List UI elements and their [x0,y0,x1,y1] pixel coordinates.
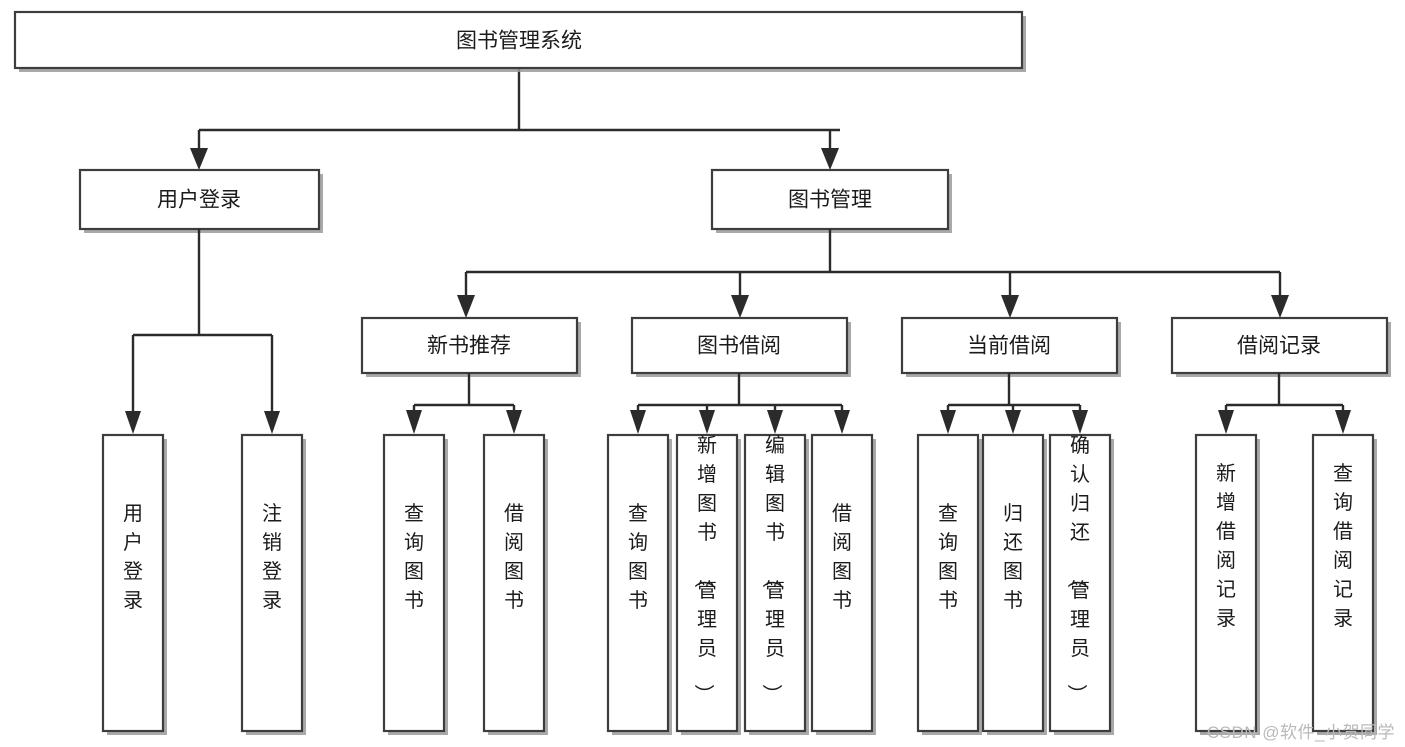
arrow-head-leaf-current-confirm [1072,410,1088,434]
node-leaf-user-login-rect [101,433,165,733]
arrow-head-leaf-borrow-borrow [834,410,850,434]
node-leaf-user-logout[interactable]: 注销登录 [240,433,306,735]
node-records-rect [1170,316,1389,375]
node-leaf-borrow-borrow-rect [810,433,874,733]
node-leaf-records-add[interactable]: 新增借阅记录 [1194,433,1260,735]
arrow-head-records [1271,295,1289,318]
node-leaf-current-return-rect [981,433,1045,733]
node-leaf-newbook-borrow[interactable]: 借阅图书 [482,433,548,735]
node-leaf-newbook-borrow-label: 借阅图书 [504,502,524,612]
node-leaf-user-logout-rect [240,433,304,733]
node-leaf-records-add-rect [1194,433,1258,733]
node-leaf-newbook-borrow-rect [482,433,546,733]
node-leaf-records-query[interactable]: 查询借阅记录 [1311,433,1377,735]
node-newbook-label: 新书推荐 [427,335,511,358]
node-borrow-label: 图书借阅 [697,335,781,358]
arrow-head-current [1001,295,1019,318]
arrow-head-bookmgmt [821,148,839,170]
arrow-head-newbook [457,295,475,318]
node-leaf-current-confirm[interactable]: 确认归还（管理员） [1048,433,1114,735]
arrow-head-leaf-borrow-add [699,410,715,434]
connector-group-root [190,68,840,170]
node-leaf-current-query-rect [916,433,980,733]
arrow-head-leaf-records-add [1218,410,1234,434]
arrow-head-leaf-current-return [1005,410,1021,434]
arrow-head-leaf-newbook-query [406,410,422,434]
arrow-head-leaf-user-login [125,411,141,434]
arrow-head-borrow [731,295,749,318]
node-leaf-borrow-borrow[interactable]: 借阅图书 [810,433,876,735]
node-leaf-current-return-label: 归还图书 [1003,502,1023,612]
connector-group-borrow [630,373,850,434]
arrow-head-leaf-user-logout [264,411,280,434]
node-leaf-newbook-query[interactable]: 查询图书 [382,433,448,735]
node-leaf-borrow-edit-label: 编辑图书（管理员） [760,434,785,704]
node-leaf-current-confirm-label: 确认归还（管理员） [1065,434,1090,704]
node-leaf-newbook-query-rect [382,433,446,733]
node-login[interactable]: 用户登录 [78,168,323,233]
node-root-label: 图书管理系统 [456,30,582,53]
node-leaf-borrow-add[interactable]: 新增图书（管理员） [675,433,741,735]
node-borrow[interactable]: 图书借阅 [630,316,851,377]
node-newbook-rect [360,316,579,375]
node-leaf-user-logout-label: 注销登录 [262,502,282,612]
arrow-head-leaf-newbook-borrow [506,410,522,434]
node-leaf-borrow-query-label: 查询图书 [628,502,648,612]
node-leaf-current-query-label: 查询图书 [938,502,958,612]
node-leaf-current-confirm-rect [1048,433,1112,733]
node-leaf-records-add-label: 新增借阅记录 [1216,462,1236,630]
arrow-head-login [190,148,208,170]
node-current-label: 当前借阅 [967,335,1051,358]
node-bookmgmt-label: 图书管理 [788,189,872,212]
node-leaf-borrow-add-rect [675,433,739,733]
node-leaf-current-return[interactable]: 归还图书 [981,433,1047,735]
node-leaf-user-login-label: 用户登录 [123,503,143,612]
node-leaf-records-query-rect [1311,433,1375,733]
node-root[interactable]: 图书管理系统 [13,10,1026,72]
node-leaf-current-query[interactable]: 查询图书 [916,433,982,735]
node-leaf-records-query-label: 查询借阅记录 [1333,462,1353,630]
connector-group-current [940,373,1088,434]
connector-group-records [1218,373,1351,434]
node-current[interactable]: 当前借阅 [900,316,1121,377]
node-leaf-borrow-borrow-label: 借阅图书 [832,502,852,612]
connector-group-newbook [406,373,522,434]
node-records[interactable]: 借阅记录 [1170,316,1391,377]
node-bookmgmt-rect [710,168,950,231]
arrow-head-leaf-current-query [940,410,956,434]
connector-group-login [125,229,280,434]
node-leaf-user-login[interactable]: 用户登录 [101,433,167,735]
node-leaf-borrow-query-rect [606,433,670,733]
arrow-head-leaf-borrow-query [630,410,646,434]
node-leaf-borrow-edit-rect [743,433,807,733]
node-newbook[interactable]: 新书推荐 [360,316,581,377]
node-leaf-borrow-query[interactable]: 查询图书 [606,433,672,735]
node-bookmgmt[interactable]: 图书管理 [710,168,952,233]
node-records-label: 借阅记录 [1237,335,1321,358]
node-root-rect [13,10,1024,70]
node-leaf-borrow-edit[interactable]: 编辑图书（管理员） [743,433,809,735]
node-login-label: 用户登录 [157,189,241,212]
node-leaf-newbook-query-label: 查询图书 [404,502,424,612]
node-leaf-borrow-add-label: 新增图书（管理员） [692,434,717,704]
connector-group-bookmgmt [457,229,1289,318]
node-login-rect [78,168,321,231]
arrow-head-leaf-records-query [1335,410,1351,434]
arrow-head-leaf-borrow-edit [767,410,783,434]
node-current-rect [900,316,1119,375]
